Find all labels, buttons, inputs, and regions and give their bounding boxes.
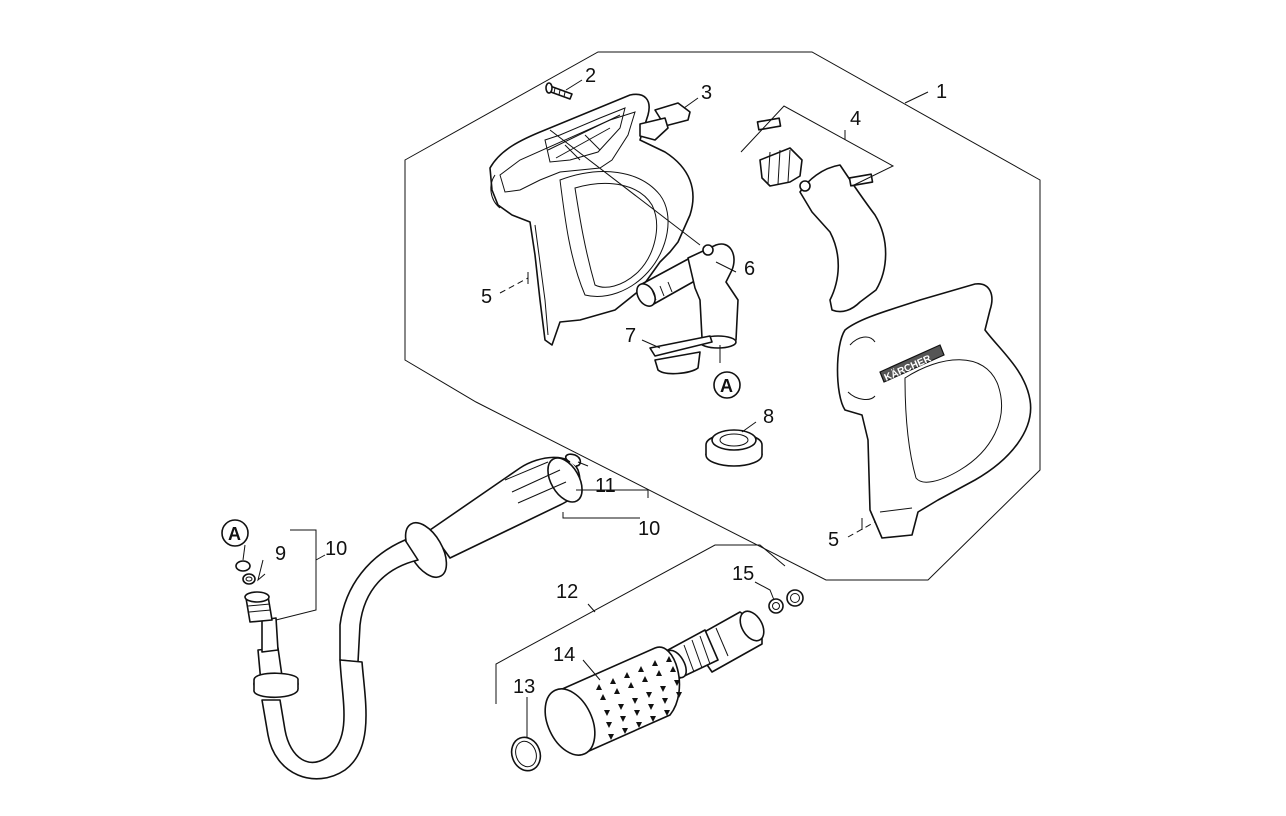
right-housing-shell: KÄRCHER xyxy=(836,283,1032,539)
part-label-5-upper: 5 xyxy=(481,286,492,308)
retaining-clip xyxy=(649,335,713,375)
part-label-10-left: 10 xyxy=(325,538,347,560)
leader-lines xyxy=(242,79,929,737)
part-label-11: 11 xyxy=(595,475,616,497)
perforated-sleeve xyxy=(544,646,682,756)
part-label-10-right: 10 xyxy=(638,518,660,540)
o-ring-small-top xyxy=(564,453,582,467)
group-frame-nozzle-assembly xyxy=(495,544,786,704)
svg-text:A: A xyxy=(228,524,241,544)
part-label-5-lower: 5 xyxy=(828,529,839,551)
svg-text:A: A xyxy=(720,376,733,396)
part-label-8: 8 xyxy=(763,406,774,428)
nozzle-seals xyxy=(768,589,804,614)
connection-callout-a-lower: A xyxy=(221,519,249,547)
part-label-12: 12 xyxy=(556,581,578,603)
part-label-13: 13 xyxy=(513,676,535,698)
part-label-6: 6 xyxy=(744,258,755,280)
hose xyxy=(244,591,367,780)
part-label-15: 15 xyxy=(732,563,754,585)
trigger xyxy=(756,117,887,313)
union-nut xyxy=(705,429,763,467)
left-housing-shell xyxy=(489,93,694,346)
locking-lever xyxy=(639,102,691,141)
part-label-4: 4 xyxy=(850,108,861,130)
hose-seals xyxy=(235,560,256,585)
nozzle-connector xyxy=(664,610,765,679)
screw xyxy=(545,82,573,100)
part-label-7: 7 xyxy=(625,325,636,347)
retaining-ring xyxy=(510,736,542,772)
part-label-2: 2 xyxy=(585,65,596,87)
part-label-3: 3 xyxy=(701,82,712,104)
sleeve-perforations xyxy=(596,656,682,740)
part-label-14: 14 xyxy=(553,644,575,666)
hose-grip-tube xyxy=(339,456,583,663)
part-label-1: 1 xyxy=(936,81,947,103)
part-label-9: 9 xyxy=(275,543,286,565)
connection-callout-a-upper: A xyxy=(713,371,741,399)
group-frame-gun-assembly xyxy=(404,51,1041,581)
